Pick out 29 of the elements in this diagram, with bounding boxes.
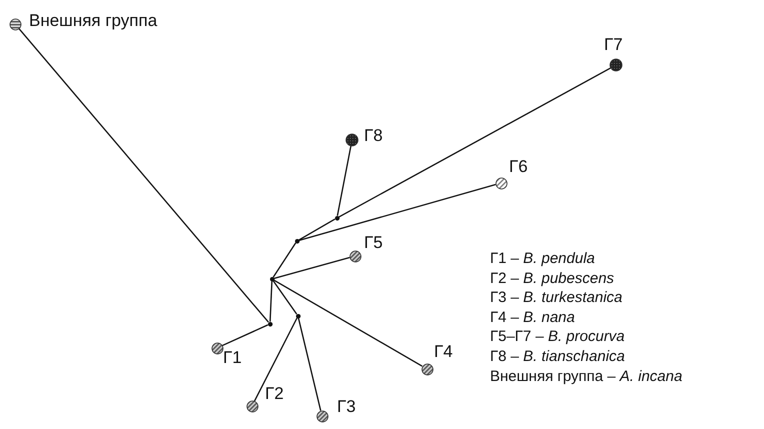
tree-branch: [298, 218, 336, 240]
legend-note: Внешняя группа – A. incana: [490, 366, 682, 386]
taxon-label: Внешняя группа: [29, 11, 158, 31]
taxon-label: Г5: [364, 233, 383, 253]
taxon-label: Г6: [509, 157, 528, 177]
tree-branch: [274, 280, 423, 367]
taxon-label: Г3: [337, 397, 356, 417]
tree-branch: [254, 318, 298, 402]
legend-note: Г8 – B. tianschanica: [490, 346, 625, 367]
legend-note: Г5–Г7 – B. procurva: [490, 327, 625, 347]
legend-note: Г1 – B. pendula: [490, 249, 595, 269]
tree-branch: [18, 28, 269, 323]
legend-note: Г3 – B. turkestanica: [490, 288, 622, 308]
tree-branch: [298, 318, 322, 411]
tree-branch: [336, 146, 352, 216]
tree-branch: [338, 67, 612, 218]
legend-note: Г2 – B. pubescens: [490, 268, 614, 288]
tree-branch: [299, 184, 496, 242]
tree-branch: [272, 242, 296, 278]
tree-branch: [272, 280, 298, 314]
legend-note: Г4 – B. nana: [490, 308, 575, 328]
taxon-label: Г7: [604, 35, 623, 55]
taxon-label: Г4: [434, 342, 453, 362]
taxon-label: Г2: [265, 384, 284, 404]
tree-branch: [274, 256, 350, 280]
tree-branch: [222, 324, 268, 346]
tree-branch: [269, 281, 273, 322]
taxon-label: Г8: [364, 126, 383, 146]
taxon-label: Г1: [223, 348, 242, 368]
